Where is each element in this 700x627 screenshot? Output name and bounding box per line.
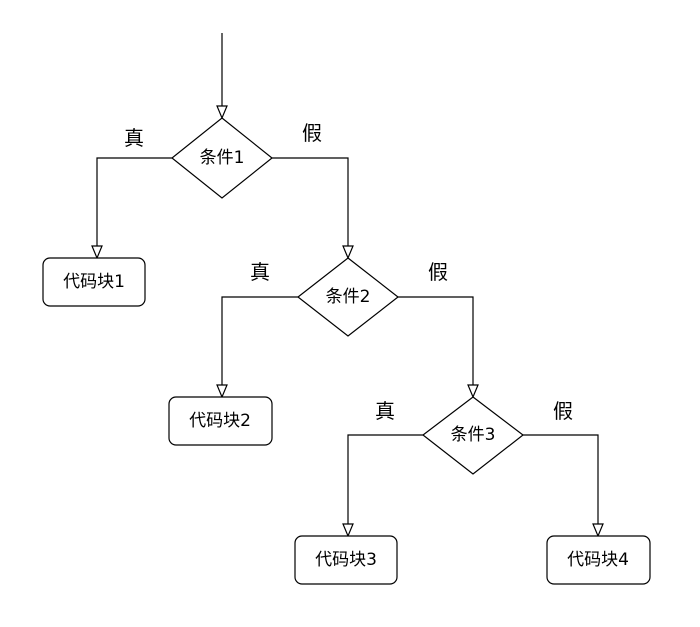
decision-condition-1-label: 条件1 [200, 148, 245, 168]
code-block-2-label: 代码块2 [189, 411, 251, 431]
decision-condition-1: 条件1 [171, 117, 273, 199]
code-block-3: 代码块3 [294, 535, 398, 585]
edge-cond2-false [398, 296, 479, 399]
edge-cond2-true [216, 296, 298, 399]
code-block-3-label: 代码块3 [315, 550, 377, 570]
edge-cond3-false [523, 434, 604, 538]
decision-condition-2-label: 条件2 [326, 287, 371, 307]
edge-cond3-true [342, 434, 423, 538]
cond3-true-label: 真 [375, 399, 395, 423]
cond1-false-label: 假 [302, 121, 322, 145]
decision-condition-2: 条件2 [297, 257, 399, 337]
code-block-4-label: 代码块4 [567, 550, 629, 570]
code-block-2: 代码块2 [168, 396, 273, 446]
decision-condition-3-label: 条件3 [451, 425, 496, 445]
code-block-1: 代码块1 [42, 257, 146, 307]
decision-condition-3: 条件3 [422, 396, 524, 475]
code-block-1-label: 代码块1 [63, 272, 125, 292]
code-block-4: 代码块4 [546, 535, 651, 585]
cond1-true-label: 真 [124, 126, 144, 150]
edge-cond1-false [272, 157, 354, 260]
entry-connector [216, 33, 228, 120]
cond3-false-label: 假 [553, 399, 573, 423]
cond2-false-label: 假 [428, 260, 448, 284]
cond2-true-label: 真 [250, 260, 270, 284]
edge-cond1-true [91, 157, 172, 260]
